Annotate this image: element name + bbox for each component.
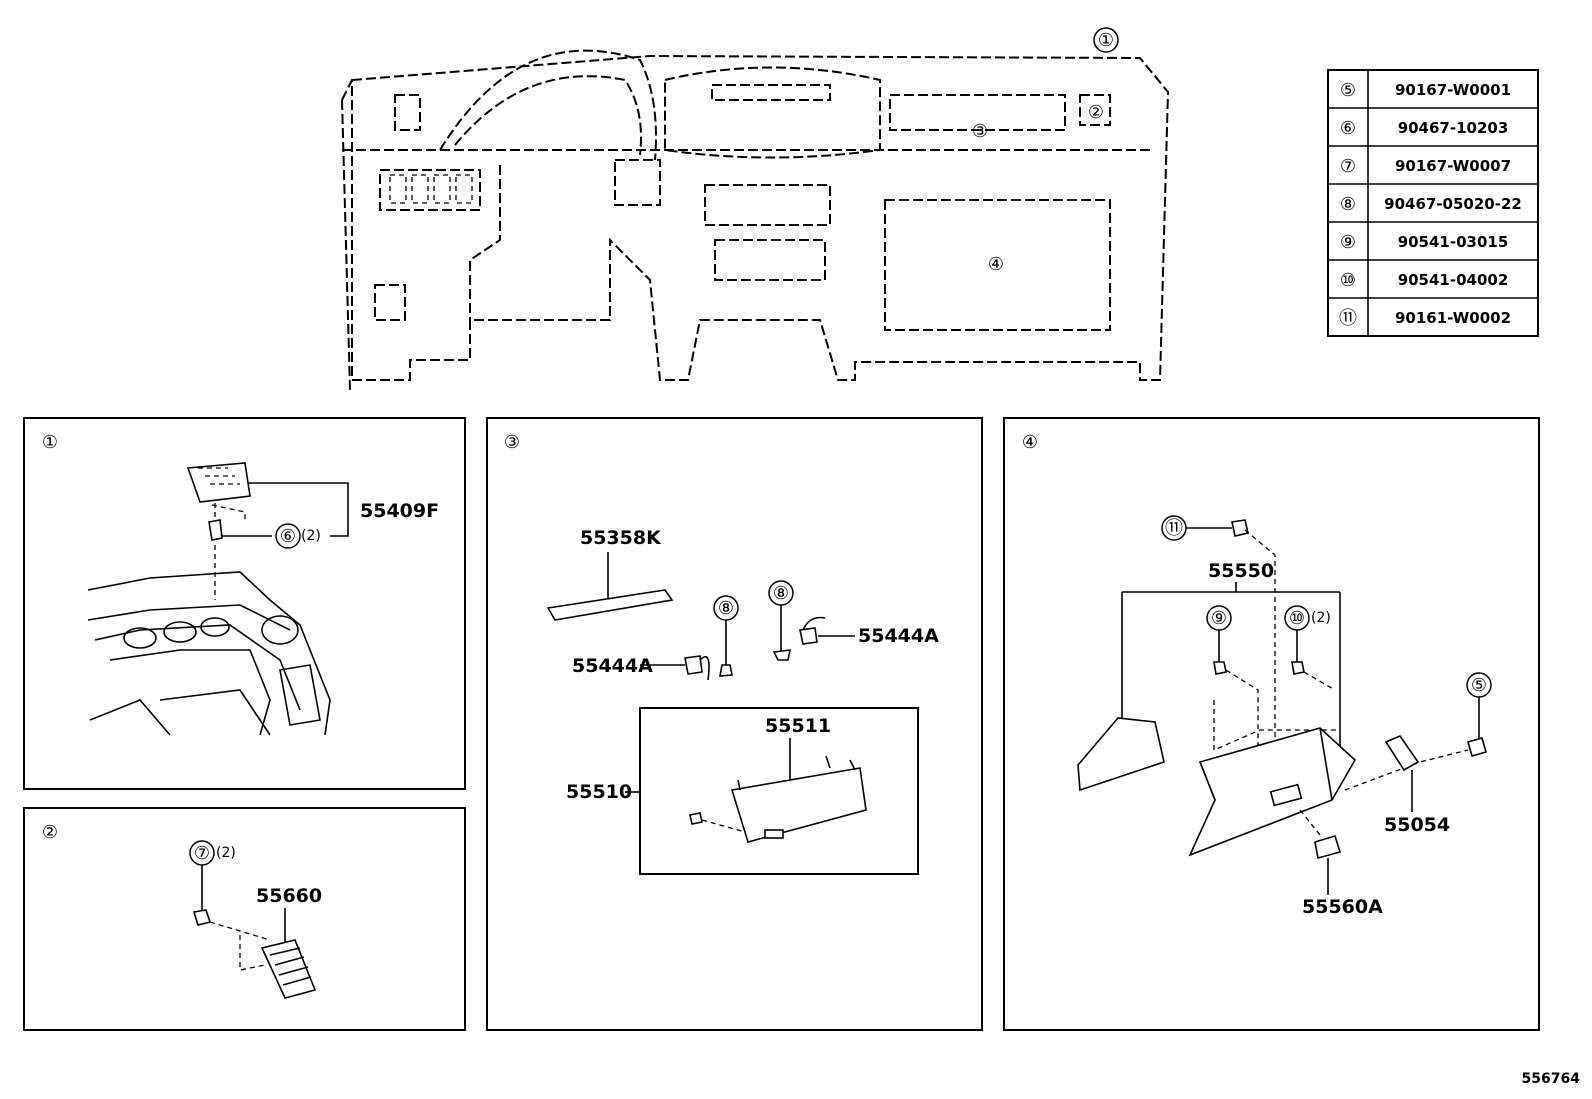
table-row: ⑩ 90541-04002 <box>1340 270 1508 291</box>
damper-part-55054 <box>1384 735 1420 772</box>
svg-text:(2): (2) <box>1311 610 1331 626</box>
screw-icon <box>1213 661 1227 675</box>
svg-text:(2): (2) <box>216 845 236 861</box>
overview-callout-3: ③ <box>972 121 988 142</box>
svg-text:(2): (2) <box>301 528 321 544</box>
panel-3: ③ 55358K ⑧ 55444A ⑧ 55444A 55511 55510 <box>486 417 983 1031</box>
svg-text:90467-10203: 90467-10203 <box>1398 119 1509 137</box>
svg-text:⑥: ⑥ <box>1340 118 1356 139</box>
svg-text:55511: 55511 <box>765 715 831 737</box>
svg-text:④: ④ <box>988 254 1004 275</box>
svg-text:⑧: ⑧ <box>1340 194 1356 215</box>
svg-text:⑤: ⑤ <box>1471 675 1487 696</box>
svg-text:⑪: ⑪ <box>1165 518 1183 539</box>
svg-text:⑨: ⑨ <box>1211 608 1227 629</box>
svg-text:⑦: ⑦ <box>194 843 210 864</box>
svg-text:55660: 55660 <box>256 885 322 907</box>
overview-callout-1: ① <box>1093 27 1119 53</box>
svg-text:③: ③ <box>504 432 520 453</box>
svg-text:55444A: 55444A <box>858 625 939 647</box>
pad-part-55358k <box>546 589 674 621</box>
bolt-icon <box>1467 737 1487 757</box>
overview-callout-4: ④ <box>988 254 1004 275</box>
table-row: ⑧ 90467-05020-22 <box>1340 194 1522 215</box>
svg-text:⑩: ⑩ <box>1289 608 1305 629</box>
table-row: ⑥ 90467-10203 <box>1340 118 1508 139</box>
lock-part-55560a <box>1314 835 1342 860</box>
svg-text:④: ④ <box>1022 432 1038 453</box>
svg-text:⑩: ⑩ <box>1340 270 1356 291</box>
diagram-code: 556764 <box>1521 1071 1580 1087</box>
svg-text:90161-W0002: 90161-W0002 <box>1395 309 1511 327</box>
panel-2: ② ⑦ (2) 55660 <box>23 807 466 1031</box>
table-row: ⑪ 90161-W0002 <box>1339 308 1511 329</box>
panel-4: ④ ⑪ 55550 ⑨ ⑩ (2) 55560A ⑤ <box>1003 417 1540 1031</box>
bolt-icon <box>1231 519 1249 537</box>
dashboard-sketch <box>87 545 331 736</box>
svg-text:90167-W0007: 90167-W0007 <box>1395 157 1511 175</box>
vent-part-55660 <box>260 939 317 999</box>
screw-icon <box>192 909 212 926</box>
svg-text:55444A: 55444A <box>572 655 653 677</box>
fastener-table: ⑤ 90167-W0001 ⑥ 90467-10203 ⑦ 90167-W000… <box>1327 69 1539 337</box>
damper-icon <box>799 627 818 645</box>
lock-part-55511 <box>730 767 867 843</box>
svg-text:55409F: 55409F <box>360 500 439 522</box>
overview-callout-2: ② <box>1088 102 1104 123</box>
svg-text:⑦: ⑦ <box>1340 156 1356 177</box>
svg-text:⑧: ⑧ <box>718 598 734 619</box>
cover-part-55409f <box>186 462 251 503</box>
svg-text:②: ② <box>42 822 58 843</box>
svg-text:②: ② <box>1088 102 1104 123</box>
clip-icon <box>1291 661 1305 675</box>
svg-text:③: ③ <box>972 121 988 142</box>
svg-text:55510: 55510 <box>566 781 632 803</box>
table-row: ⑦ 90167-W0007 <box>1340 156 1511 177</box>
table-row: ⑨ 90541-03015 <box>1340 232 1508 253</box>
svg-text:55560A: 55560A <box>1302 896 1383 918</box>
panel-1: ① ⑥ (2) 55409F <box>23 417 466 790</box>
svg-text:90541-03015: 90541-03015 <box>1398 233 1509 251</box>
door-part-55550 <box>1077 717 1165 792</box>
svg-text:①: ① <box>1098 30 1114 51</box>
svg-text:①: ① <box>42 432 58 453</box>
damper-icon <box>684 655 703 675</box>
svg-text:55054: 55054 <box>1384 814 1450 836</box>
screw-icon <box>689 812 703 825</box>
screw-icon <box>772 649 792 661</box>
svg-text:⑧: ⑧ <box>773 583 789 604</box>
svg-text:90167-W0001: 90167-W0001 <box>1395 81 1511 99</box>
clip-icon <box>208 519 223 541</box>
svg-text:90541-04002: 90541-04002 <box>1398 271 1509 289</box>
svg-text:⑥: ⑥ <box>280 526 296 547</box>
svg-text:55550: 55550 <box>1208 560 1274 582</box>
svg-text:⑪: ⑪ <box>1339 308 1357 329</box>
svg-text:⑤: ⑤ <box>1340 80 1356 101</box>
dashboard-overview <box>341 49 1170 391</box>
svg-text:55358K: 55358K <box>580 527 662 549</box>
svg-text:⑨: ⑨ <box>1340 232 1356 253</box>
svg-text:90467-05020-22: 90467-05020-22 <box>1384 195 1522 213</box>
table-row: ⑤ 90167-W0001 <box>1340 80 1511 101</box>
screw-icon <box>719 664 733 677</box>
